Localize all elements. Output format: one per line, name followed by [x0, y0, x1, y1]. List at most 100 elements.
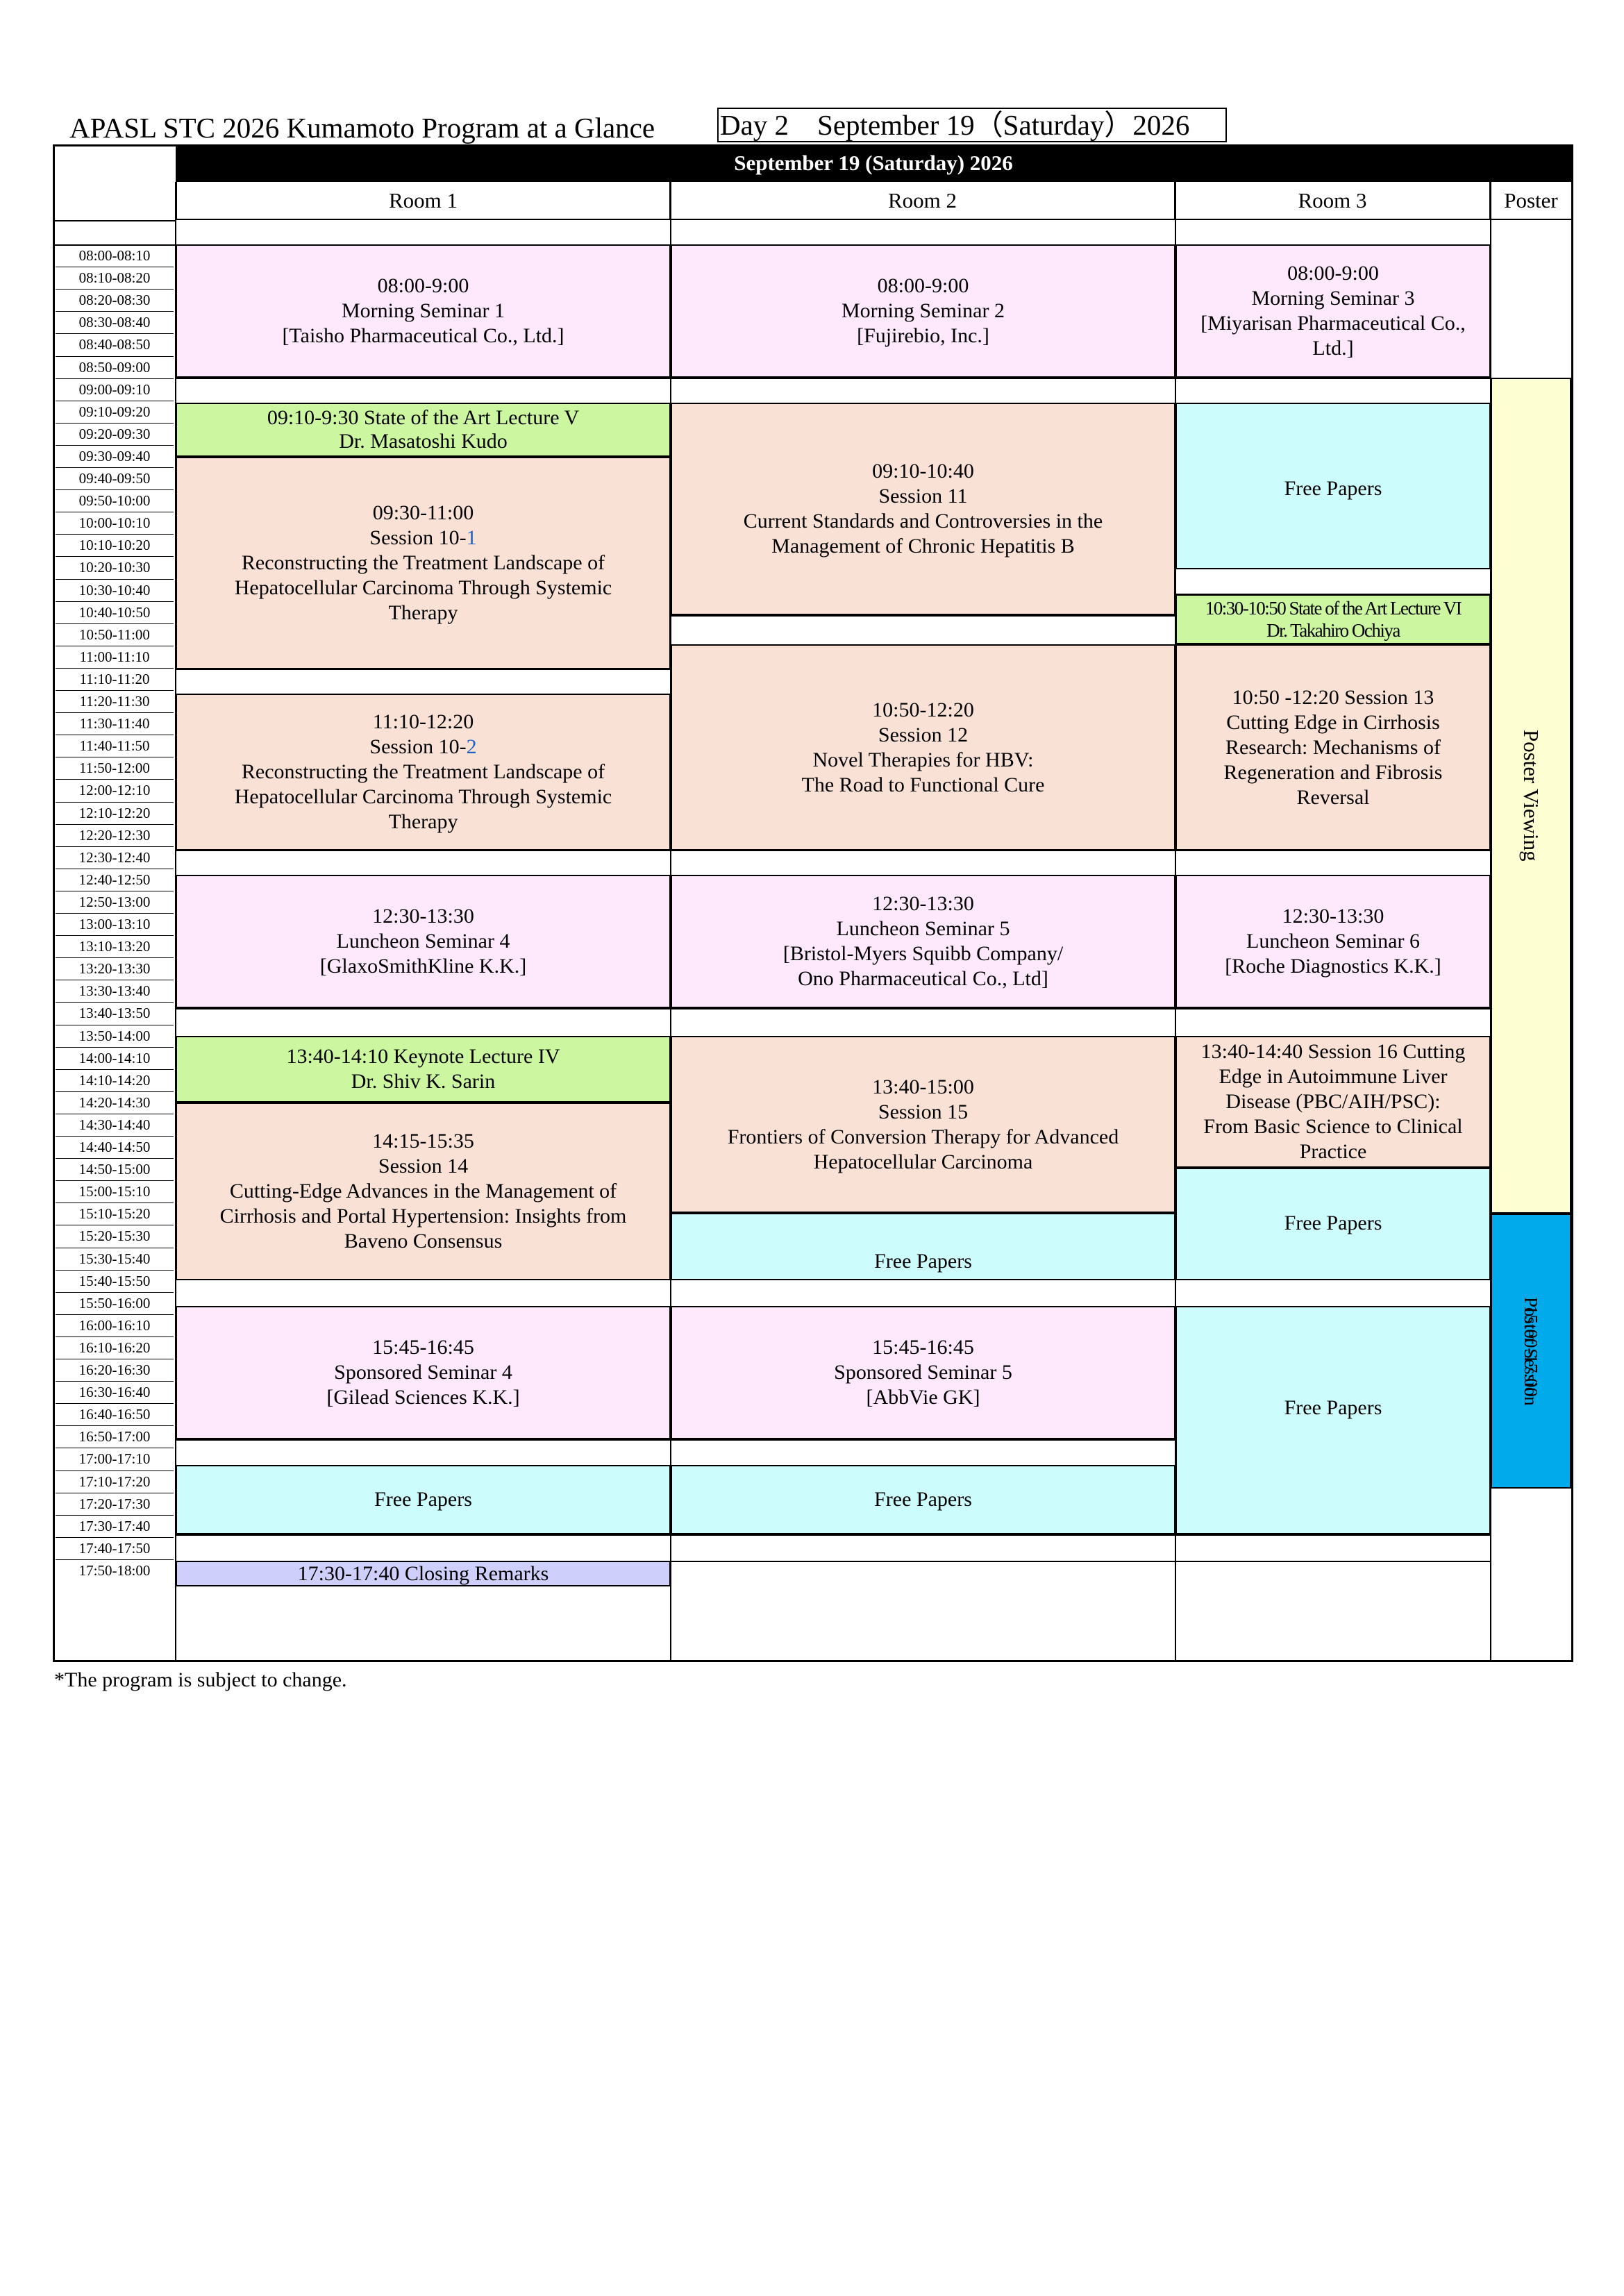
room1-free-papers[interactable]: Free Papers	[176, 1465, 671, 1534]
room2-s15-label: Session 15	[878, 1100, 969, 1123]
room3-morning-time: 08:00-9:00	[1287, 262, 1379, 285]
time-slot: 12:50-13:00	[56, 890, 174, 913]
room2-s12-title-line: Novel Therapies for HBV:	[812, 748, 1034, 771]
room2-s11-label: Session 11	[878, 485, 968, 508]
time-slot: 09:00-09:10	[56, 378, 174, 401]
room1-session-10-1[interactable]: 09:30-11:00 Session 10-1 Reconstructing …	[176, 457, 671, 669]
room1-session-10-2[interactable]: 11:10-12:20 Session 10-2 Reconstructing …	[176, 694, 671, 850]
room1-keynote-lecture[interactable]: 13:40-14:10 Keynote Lecture IV Dr. Shiv …	[176, 1036, 671, 1103]
room1-sotal-v-speaker: Dr. Masatoshi Kudo	[339, 430, 508, 453]
room-3-header: Room 3	[1175, 182, 1491, 220]
room2-free-papers-2[interactable]: Free Papers	[671, 1465, 1175, 1534]
room3-free-papers-3-label: Free Papers	[1284, 1396, 1382, 1419]
room-2-header: Room 2	[671, 182, 1175, 220]
room1-s10-1-title-line: Reconstructing the Treatment Landscape o…	[241, 551, 605, 574]
time-slot: 14:30-14:40	[56, 1113, 174, 1136]
room3-s13-time: 10:50 -12:20 Session 13	[1232, 685, 1434, 709]
room1-s10-2-title-line: Hepatocellular Carcinoma Through Systemi…	[234, 785, 612, 808]
room2-morning-seminar[interactable]: 08:00-9:00 Morning Seminar 2 [Fujirebio,…	[671, 244, 1175, 378]
room1-morning-seminar[interactable]: 08:00-9:00 Morning Seminar 1 [Taisho Pha…	[176, 244, 671, 378]
room1-session-14[interactable]: 14:15-15:35 Session 14 Cutting-Edge Adva…	[176, 1103, 671, 1280]
poster-session-time: 15:00-17:00	[1521, 1305, 1541, 1397]
time-slot: 08:40-08:50	[56, 333, 174, 355]
time-slot: 12:40-12:50	[56, 868, 174, 891]
room2-sponsored-sponsor: [AbbVie GK]	[866, 1386, 980, 1409]
time-slot: 09:10-09:20	[56, 400, 174, 423]
room1-closing-remarks[interactable]: 17:30-17:40 Closing Remarks	[176, 1561, 671, 1586]
room23-bottom-line	[671, 1561, 1491, 1562]
room1-luncheon-seminar[interactable]: 12:30-13:30 Luncheon Seminar 4 [GlaxoSmi…	[176, 875, 671, 1008]
room1-sponsored-time: 15:45-16:45	[372, 1336, 474, 1359]
room1-s10-2-label: Session 10-2	[369, 735, 477, 758]
time-slot: 10:10-10:20	[56, 534, 174, 556]
time-slot: 15:10-15:20	[56, 1203, 174, 1225]
room3-morning-seminar[interactable]: 08:00-9:00 Morning Seminar 3 [Miyarisan …	[1175, 244, 1491, 378]
room1-free-papers-label: Free Papers	[374, 1488, 472, 1511]
time-slot: 17:50-18:00	[56, 1559, 174, 1582]
time-slot: 13:20-13:30	[56, 957, 174, 980]
room1-s14-label: Session 14	[378, 1155, 469, 1178]
room3-luncheon-sponsor: [Roche Diagnostics K.K.]	[1225, 955, 1441, 978]
room1-s10-1-title-line: Therapy	[388, 601, 458, 624]
room2-session-15[interactable]: 13:40-15:00 Session 15 Frontiers of Conv…	[671, 1036, 1175, 1213]
time-slot: 09:20-09:30	[56, 422, 174, 445]
room2-morning-time: 08:00-9:00	[877, 274, 969, 297]
poster-session[interactable]: Poster Session 15:00-17:00	[1491, 1214, 1571, 1489]
time-slot: 17:10-17:20	[56, 1470, 174, 1493]
time-slot: 17:20-17:30	[56, 1492, 174, 1515]
room2-session-11[interactable]: 09:10-10:40 Session 11 Current Standards…	[671, 403, 1175, 615]
room1-s14-title-line: Cutting-Edge Advances in the Management …	[229, 1180, 617, 1203]
time-slot: 10:00-10:10	[56, 512, 174, 534]
time-slot: 17:30-17:40	[56, 1514, 174, 1537]
room3-session-16[interactable]: 13:40-14:40 Session 16 Cutting Edge in A…	[1175, 1036, 1491, 1168]
gap-line-1330	[176, 1008, 1491, 1009]
poster-session-title: Poster Session	[1521, 1296, 1541, 1406]
room3-free-papers-1[interactable]: Free Papers	[1175, 403, 1491, 569]
room3-state-of-art-lecture-vi[interactable]: 10:30-10:50 State of the Art Lecture VI …	[1175, 594, 1491, 644]
room3-morning-sponsor: Ltd.]	[1312, 337, 1354, 360]
time-slot: 14:50-15:00	[56, 1158, 174, 1180]
time-slot: 15:50-16:00	[56, 1291, 174, 1314]
room2-free-papers-1[interactable]: Free Papers	[671, 1213, 1175, 1280]
time-slot: 10:50-11:00	[56, 623, 174, 646]
time-slot: 08:20-08:30	[56, 289, 174, 311]
room1-sponsored-seminar[interactable]: 15:45-16:45 Sponsored Seminar 4 [Gilead …	[176, 1306, 671, 1439]
time-slot: 16:30-16:40	[56, 1381, 174, 1403]
room2-luncheon-seminar[interactable]: 12:30-13:30 Luncheon Seminar 5 [Bristol-…	[671, 875, 1175, 1008]
time-slot: 17:00-17:10	[56, 1448, 174, 1470]
room2-gap-line-2	[671, 1439, 1175, 1441]
room-1-header: Room 1	[176, 182, 671, 220]
room1-luncheon-sponsor: [GlaxoSmithKline K.K.]	[319, 955, 527, 978]
room1-state-of-art-lecture-v[interactable]: 09:10-9:30 State of the Art Lecture V Dr…	[176, 403, 671, 457]
time-slot: 11:40-11:50	[56, 735, 174, 757]
room2-sponsored-seminar[interactable]: 15:45-16:45 Sponsored Seminar 5 [AbbVie …	[671, 1306, 1175, 1439]
time-slot: 13:40-13:50	[56, 1002, 174, 1024]
room3-session-13[interactable]: 10:50 -12:20 Session 13 Cutting Edge in …	[1175, 644, 1491, 850]
room1-luncheon-time: 12:30-13:30	[372, 905, 474, 928]
day-box: Day 2 September 19（Saturday）2026	[717, 108, 1227, 142]
room2-luncheon-title: Luncheon Seminar 5	[836, 917, 1010, 940]
room3-free-papers-2[interactable]: Free Papers	[1175, 1168, 1491, 1280]
page-title: APASL STC 2026 Kumamoto Program at a Gla…	[69, 112, 655, 144]
time-slot: 15:20-15:30	[56, 1225, 174, 1247]
footnote: *The program is subject to change.	[54, 1668, 347, 1691]
room2-session-12[interactable]: 10:50-12:20 Session 12 Novel Therapies f…	[671, 644, 1175, 850]
room1-s10-1-title-line: Hepatocellular Carcinoma Through Systemi…	[234, 576, 612, 599]
room3-free-papers-3[interactable]: Free Papers	[1175, 1306, 1491, 1534]
time-slot: 12:30-12:40	[56, 846, 174, 869]
poster-viewing[interactable]: Poster Viewing	[1491, 378, 1571, 1214]
time-slot: 14:00-14:10	[56, 1046, 174, 1069]
room2-s15-title-line: Frontiers of Conversion Therapy for Adva…	[727, 1125, 1119, 1148]
time-slot: 12:10-12:20	[56, 801, 174, 824]
room3-s16-time: 13:40-14:40 Session 16 Cutting	[1200, 1040, 1466, 1063]
room1-morning-time: 08:00-9:00	[377, 274, 469, 297]
room2-gap-line	[671, 615, 1175, 617]
room1-luncheon-title: Luncheon Seminar 4	[336, 930, 510, 953]
date-bar: September 19 (Saturday) 2026	[176, 144, 1571, 182]
room1-gap-line	[176, 669, 671, 670]
room1-sponsored-sponsor: [Gilead Sciences K.K.]	[326, 1386, 520, 1409]
time-slot: 08:10-08:20	[56, 267, 174, 289]
col-rule-room1	[670, 182, 671, 1662]
room3-luncheon-seminar[interactable]: 12:30-13:30 Luncheon Seminar 6 [Roche Di…	[1175, 875, 1491, 1008]
time-slot: 08:50-09:00	[56, 355, 174, 378]
